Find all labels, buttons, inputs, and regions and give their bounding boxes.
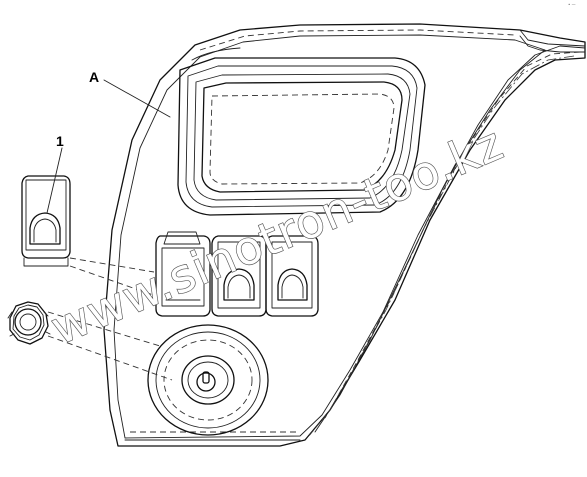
switch-right	[265, 235, 319, 317]
corner-mark: • —	[568, 2, 576, 7]
callout-a: A	[89, 69, 99, 85]
leader-1	[46, 147, 63, 214]
callout-1: 1	[56, 133, 64, 149]
watermark: www.sinotron-too.kz	[43, 116, 511, 355]
panel-body	[103, 23, 586, 447]
explode-lines	[47, 257, 173, 381]
switch-bank	[155, 231, 319, 317]
rotary-knob	[7, 301, 51, 345]
switch-middle	[211, 235, 267, 317]
round-socket	[147, 324, 269, 436]
switch-blank	[155, 231, 211, 317]
leader-a	[103, 79, 171, 118]
part-1-switch	[21, 175, 71, 267]
window-opening	[177, 57, 426, 216]
